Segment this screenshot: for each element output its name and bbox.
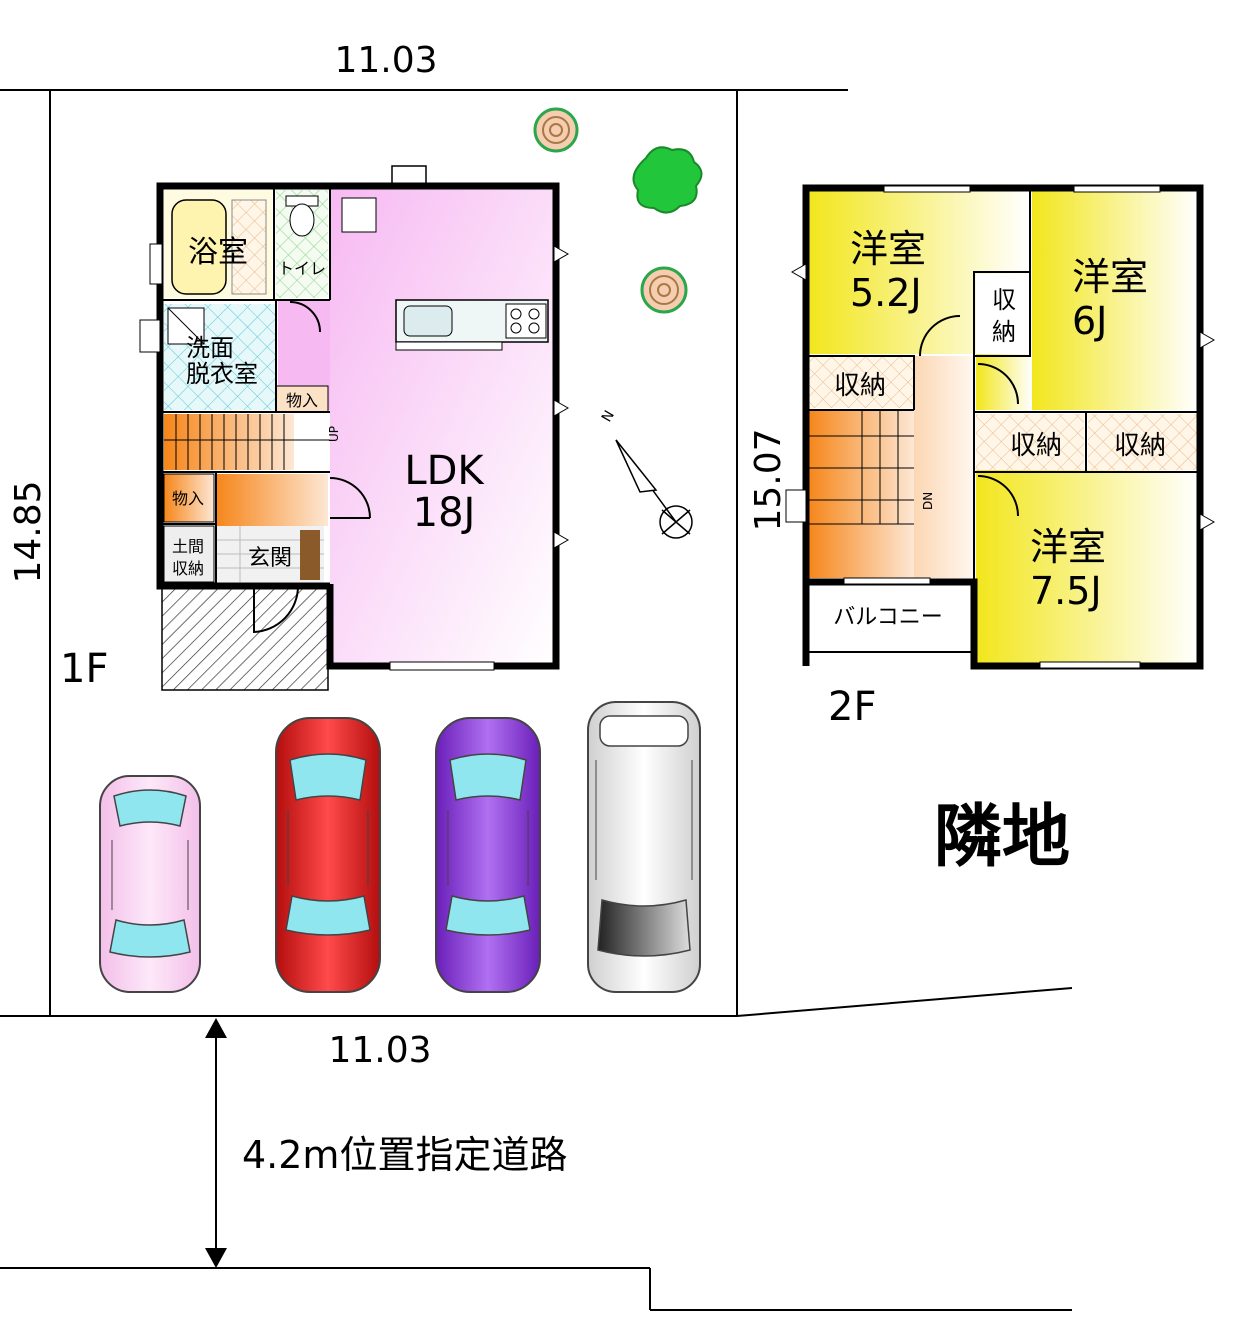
entrance-label: 玄関	[248, 546, 292, 571]
stairs-1f	[164, 414, 294, 470]
stairs-2f	[808, 410, 914, 578]
earthen-storage-label-line2: 収納	[172, 559, 204, 578]
small-storage	[275, 385, 329, 413]
closet-right-2-label: 収納	[1114, 431, 1166, 461]
closet-right-1	[976, 414, 1084, 470]
car-icon	[275, 717, 381, 993]
earthen-storage-label-line1: 土間	[172, 537, 204, 556]
road-width-arrow	[205, 1018, 227, 1268]
earthen-storage	[163, 525, 215, 583]
western-room-2	[1032, 190, 1198, 410]
car-icon	[99, 775, 201, 993]
closet-center-label-line2: 納	[992, 318, 1016, 346]
first-floor-plan: UP	[139, 165, 570, 691]
closet-center-label-line1: 収	[992, 286, 1016, 314]
closet-right-1-label: 収納	[1010, 431, 1062, 461]
tree-icon	[640, 266, 688, 314]
floor2-label: 2F	[828, 684, 876, 730]
neighbor-label: 隣地	[934, 798, 1070, 877]
ldk-size-label: 18J	[413, 490, 476, 536]
western-room-2-name: 洋室	[1072, 255, 1148, 299]
western-room-3-name: 洋室	[1030, 525, 1106, 569]
floor2-depth-dimension: 15.07	[748, 428, 789, 531]
top-width-dimension: 11.03	[334, 40, 437, 81]
ldk-name-label: LDK	[404, 448, 485, 494]
washroom-label-line2: 脱衣室	[186, 360, 258, 388]
porch	[161, 583, 329, 691]
hallway-2f	[914, 356, 974, 578]
stairs-down-label: DN	[921, 492, 935, 510]
hall-storage	[163, 473, 215, 523]
bottom-width-dimension: 11.03	[328, 1030, 431, 1071]
compass-icon: N	[599, 408, 693, 539]
western-room-3	[976, 470, 1198, 666]
small-storage-label: 物入	[286, 391, 318, 410]
compass-north-label: N	[599, 408, 618, 425]
closet-right-2	[1088, 414, 1198, 470]
closet-left-label: 収納	[834, 371, 886, 401]
second-floor-plan: DN	[785, 184, 1216, 670]
balcony-label: バルコニー	[833, 605, 943, 630]
floor1-label: 1F	[60, 646, 108, 692]
western-room-2-size: 6J	[1072, 299, 1107, 343]
car-icon	[587, 701, 701, 993]
balcony	[808, 580, 974, 652]
left-depth-dimension: 14.85	[8, 480, 49, 583]
ldk-room	[330, 188, 554, 664]
western-room-3-size: 7.5J	[1030, 569, 1102, 613]
western-room-1-name: 洋室	[850, 227, 926, 271]
stairs-up-label: UP	[327, 426, 341, 442]
closet-left	[808, 356, 914, 408]
western-room-1-size: 5.2J	[850, 271, 922, 315]
hall-storage-label: 物入	[172, 489, 204, 508]
car-icon	[435, 717, 541, 993]
hallway-1f	[216, 474, 328, 526]
road-label: 4.2m位置指定道路	[242, 1133, 567, 1177]
tree-icon	[533, 107, 579, 153]
washroom-label-line1: 洗面	[186, 334, 234, 362]
toilet-label: トイレ	[278, 259, 326, 278]
tree-icon	[632, 146, 703, 214]
bath-label: 浴室	[188, 235, 248, 270]
site-boundary	[0, 89, 1073, 1311]
closet-center	[976, 274, 1028, 354]
